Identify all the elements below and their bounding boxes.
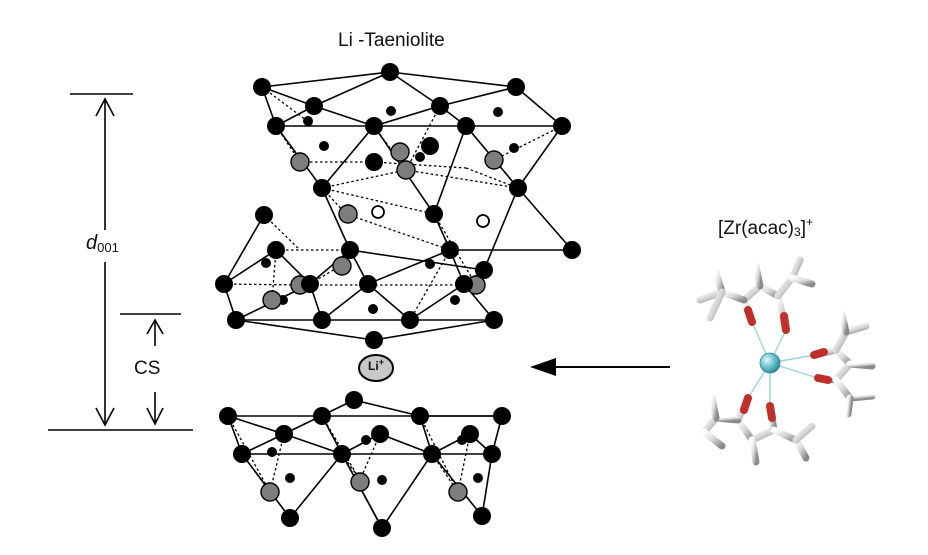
d001-subscript: 001 [97,240,119,255]
li-ion [358,354,394,382]
li-symbol: Li [368,359,379,373]
d001-symbol: d [86,232,98,254]
up-arrow [95,97,115,117]
cs-label: CS [134,358,161,379]
li-charge: + [378,357,384,367]
down-arrow [146,407,164,426]
complex-subscript: 3 [794,225,801,239]
complex-prefix: [Zr(acac) [718,218,794,239]
up-arrow [146,318,164,335]
d001-label: d001 [86,232,119,255]
dimension-lines [48,93,193,431]
complex-charge: + [805,215,813,229]
upper-layer [215,63,581,349]
diagram-title: Li -Taeniolite [338,30,445,51]
lower-layer [219,391,511,537]
complex-label: [Zr(acac)3]+ [718,215,813,240]
zr-acac3-molecule [696,256,876,466]
down-arrow [95,407,115,427]
li-ion-label: Li+ [358,357,394,373]
left-arrow [530,358,670,376]
complex-suffix: ] [800,218,806,239]
